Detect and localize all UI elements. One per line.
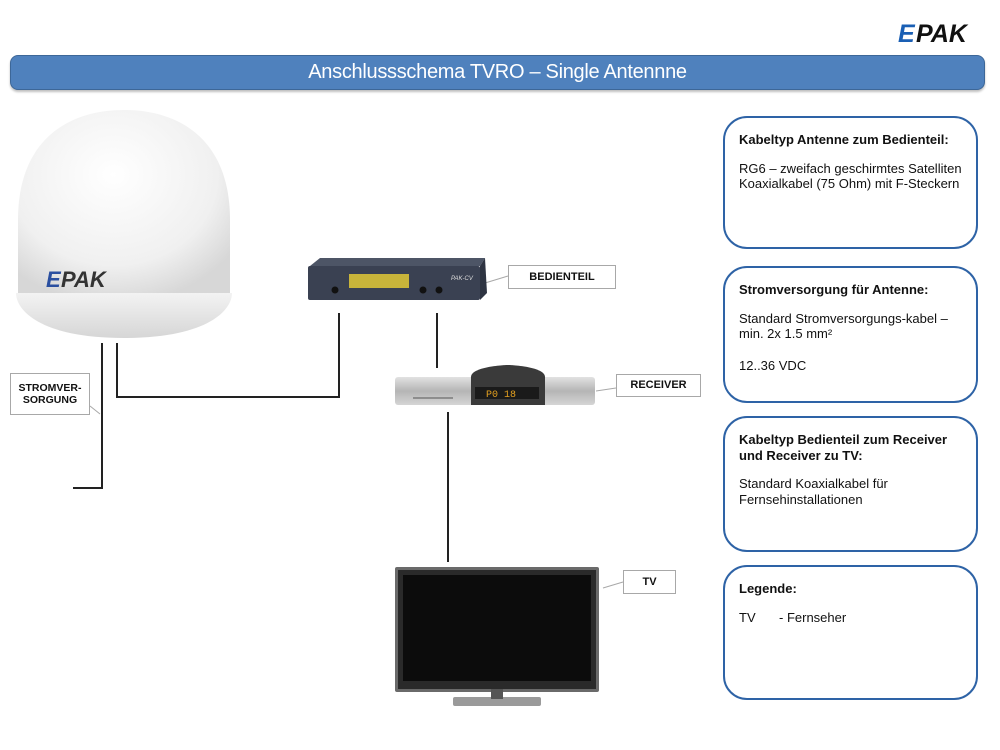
info-box-text: RG6 – zweifach geschirmtes Satelliten Ko… [739, 160, 962, 192]
logo-letters-pak: PAK [916, 20, 969, 46]
receiver-display [475, 387, 539, 399]
callout-stromversorgung: STROMVER- SORGUNG [10, 373, 90, 415]
callout-receiver: RECEIVER [616, 374, 701, 397]
callout-bedienteil: BEDIENTEIL [508, 265, 616, 289]
receiver-unit: P0 18 [393, 365, 598, 415]
television [393, 565, 603, 710]
bedienteil-knob-left [331, 286, 339, 294]
page-title: Anschlussschema TVRO – Single Antennne [10, 55, 985, 90]
tv-screen [403, 575, 591, 681]
bedienteil-brand-text: PAK-CV [451, 276, 474, 282]
info-box-heading: Stromversorgung für Antenne: [739, 282, 929, 297]
antenna-logo-pak: PAK [61, 267, 108, 292]
info-box-heading: Kabeltyp Antenne zum Bedienteil: [739, 132, 949, 147]
antenna-logo-e: E [46, 267, 62, 292]
callout-pointer-strom [89, 405, 101, 415]
callout-strom-line1: STROMVER- [18, 381, 82, 394]
receiver-display-text: P0 18 [486, 390, 516, 401]
bedienteil-knob-mid [419, 286, 427, 294]
bedienteil-display [349, 274, 409, 288]
antenna-dome [18, 110, 230, 295]
tv-stand [453, 697, 541, 706]
callout-pointer-tv [602, 581, 624, 589]
legend-value: - Fernseher [779, 609, 847, 625]
callout-tv: TV [623, 570, 676, 594]
antenna-base [16, 293, 232, 338]
info-box-heading: Kabeltyp Bedienteil zum Receiver und Rec… [739, 432, 948, 463]
info-box-voltage: 12..36 VDC [739, 357, 807, 373]
info-box-heading: Legende: [739, 581, 797, 596]
info-box-receiver-cable: Kabeltyp Bedienteil zum Receiver und Rec… [723, 416, 978, 552]
callout-pointer-receiver [595, 387, 617, 392]
info-box-legend: Legende: TV - Fernseher [723, 565, 978, 700]
legend-key: TV [739, 609, 756, 625]
epak-logo: E PAK [896, 20, 986, 48]
satellite-antenna: E PAK [8, 110, 240, 340]
callout-strom-line2: SORGUNG [22, 394, 78, 406]
legend-row: TV - Fernseher [739, 610, 962, 626]
info-box-text: Standard Koaxialkabel für Fernsehinstall… [739, 476, 888, 507]
logo-letter-e: E [898, 20, 916, 46]
info-box-antenna-cable: Kabeltyp Antenne zum Bedienteil: RG6 – z… [723, 116, 978, 249]
bedienteil-control-unit: PAK-CV [305, 258, 490, 308]
wire-power [73, 343, 103, 489]
info-box-text: Standard Stromversorgungs-kabel – min. 2… [739, 310, 948, 342]
bedienteil-knob-right [435, 286, 443, 294]
info-box-power-supply: Stromversorgung für Antenne: Standard St… [723, 266, 978, 403]
